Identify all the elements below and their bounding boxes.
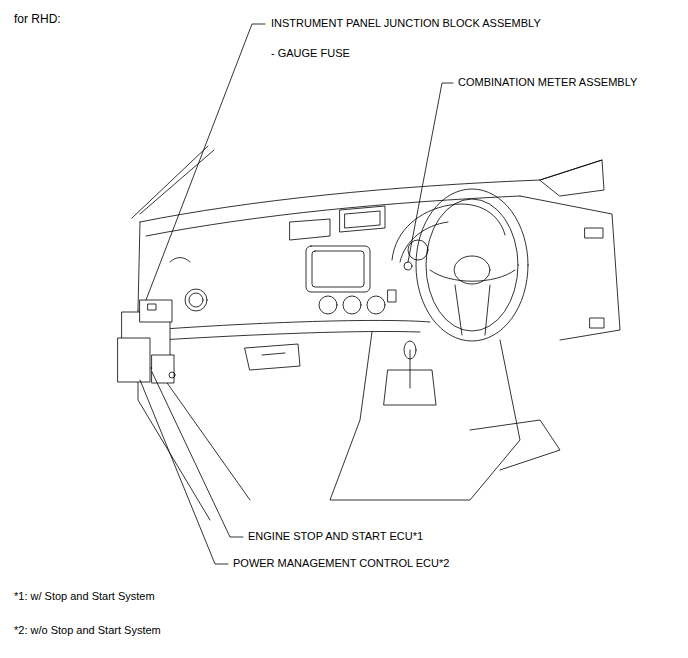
meter-hood (400, 222, 448, 262)
fuse (148, 304, 156, 310)
leader-line (140, 380, 228, 564)
leader-line (408, 83, 453, 262)
meter-hood (392, 204, 505, 260)
shift-knob (404, 341, 416, 359)
glove-box (262, 353, 285, 355)
switch (585, 228, 603, 238)
shift-lever (410, 350, 411, 388)
speaker (170, 258, 190, 263)
console (330, 332, 520, 500)
vent (189, 293, 203, 307)
bolt (169, 372, 175, 378)
steering-spoke (430, 270, 515, 281)
vent (185, 289, 207, 311)
switch (590, 318, 604, 328)
part-name: COMBINATION METER ASSEMBLY (457, 76, 638, 89)
dash-edge (138, 222, 140, 310)
leader-line (152, 372, 243, 537)
part-name: - GAUGE FUSE (270, 47, 351, 60)
switch (388, 290, 396, 302)
floor (165, 380, 250, 500)
footnote: *1: w/ Stop and Start System (13, 590, 156, 603)
vent (290, 219, 330, 240)
display (312, 251, 364, 287)
dash-top (146, 196, 520, 236)
door (520, 196, 620, 340)
steering-wheel (426, 199, 518, 331)
armrest (470, 420, 560, 470)
gauge (404, 262, 412, 270)
display (306, 246, 370, 292)
steering-hub (454, 256, 490, 284)
vent (345, 211, 380, 228)
junction-block (140, 300, 172, 322)
view-title: for RHD: (13, 13, 62, 26)
dash-lower (150, 320, 430, 330)
part-name: INSTRUMENT PANEL JUNCTION BLOCK ASSEMBLY (270, 17, 542, 30)
footnote: *2: w/o Stop and Start System (13, 624, 162, 637)
steering-wheel (416, 189, 528, 341)
vent (340, 206, 385, 232)
a-pillar (132, 146, 208, 218)
a-pillar (140, 150, 214, 214)
glove-box (245, 344, 300, 370)
leader-line (146, 24, 265, 300)
vent (319, 296, 337, 314)
part-name: ENGINE STOP AND START ECU*1 (247, 530, 424, 543)
door (540, 160, 604, 196)
vent (367, 296, 385, 314)
dash-top (140, 160, 602, 222)
dash-lower (160, 331, 420, 340)
ecu (118, 338, 150, 382)
steering-spoke (455, 285, 490, 335)
part-name: POWER MANAGEMENT CONTROL ECU*2 (232, 557, 450, 570)
vent (343, 296, 361, 314)
